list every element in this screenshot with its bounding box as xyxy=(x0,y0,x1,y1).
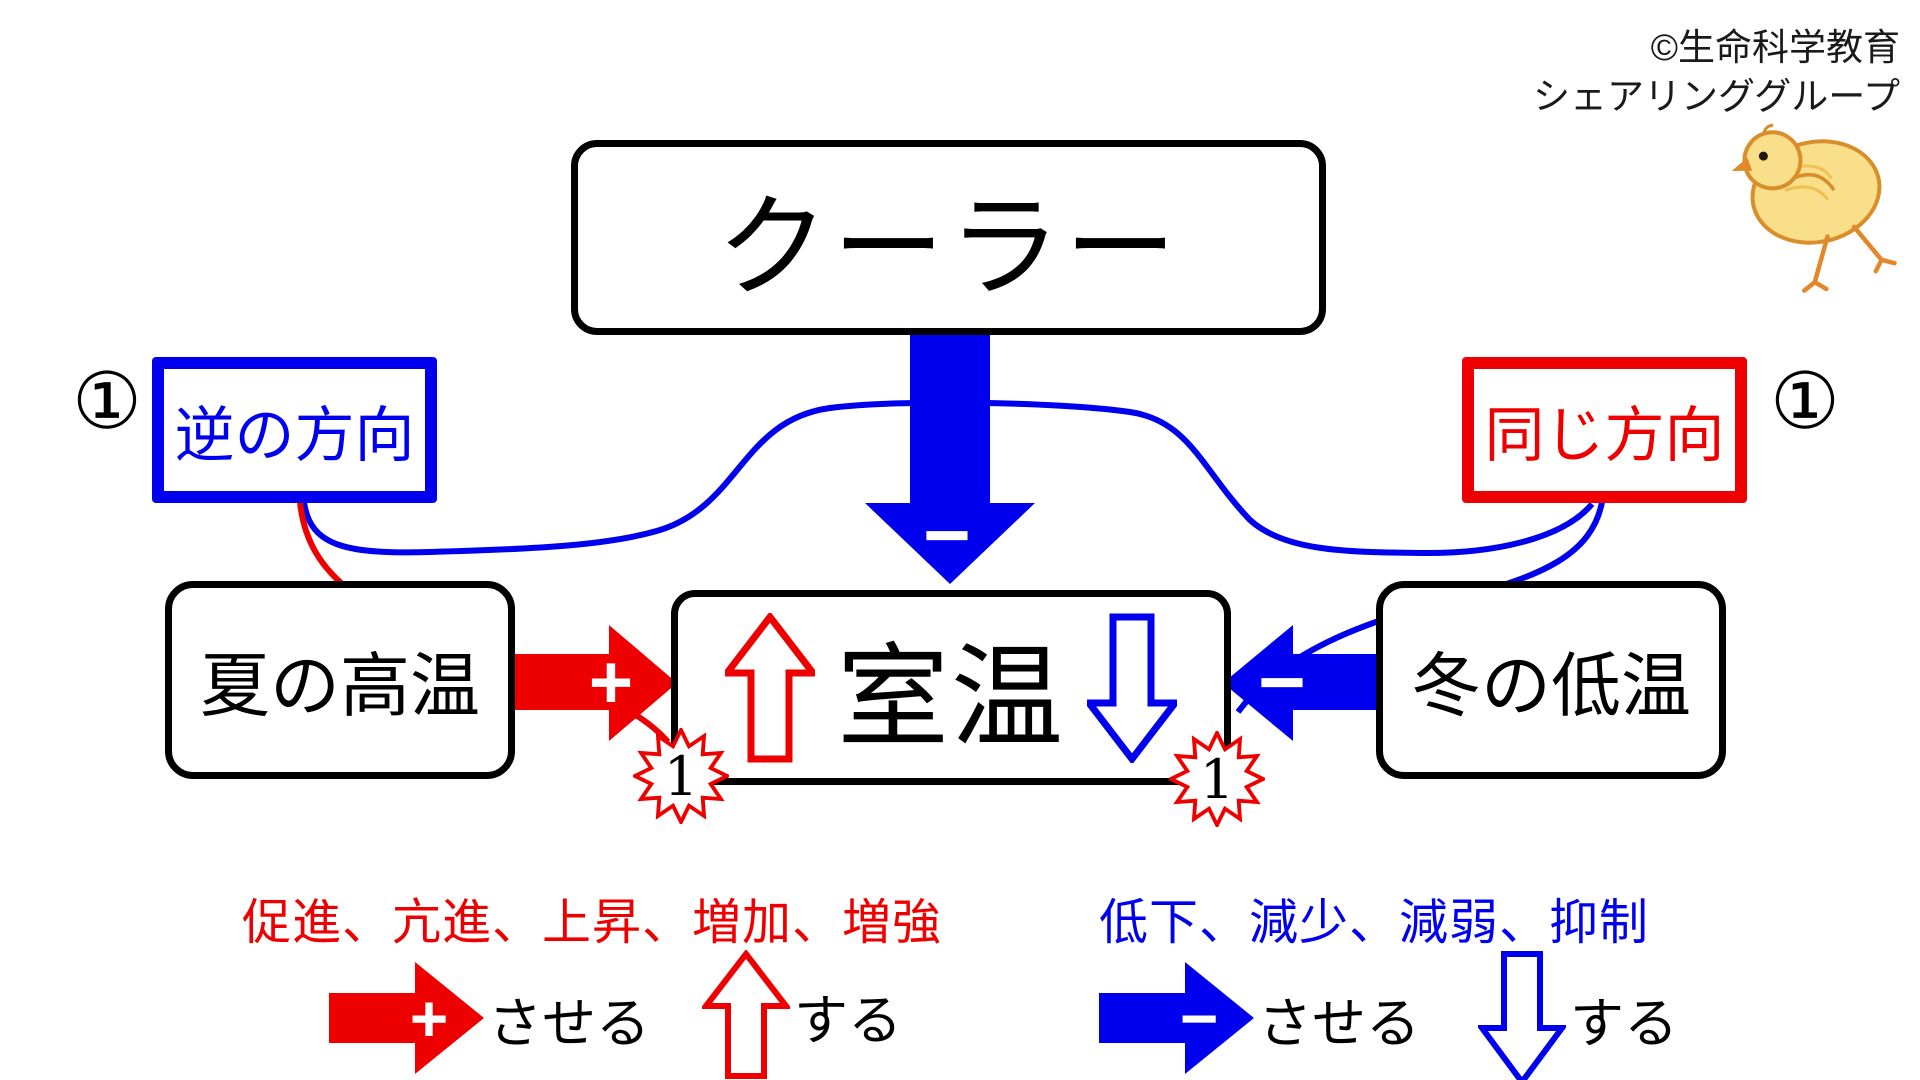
summer-plus-arrow xyxy=(515,625,677,741)
legend-increase-self-label: する xyxy=(794,990,902,1051)
circled-number-right: ① xyxy=(1770,357,1840,445)
legend-decrease-self-arrow-icon xyxy=(1478,951,1566,1080)
legend-decrease-cause-sign: − xyxy=(1179,981,1219,1055)
node-summer-high: 夏の高温 xyxy=(165,581,515,779)
copyright: ©生命科学教育 シェアリンググループ xyxy=(1533,24,1900,122)
node-same-direction: 同じ方向 xyxy=(1462,357,1747,503)
legend-increase-words: 促進、亢進、上昇、増加、増強 xyxy=(242,896,943,950)
starburst-right-icon xyxy=(1169,731,1265,827)
winter-minus-arrow xyxy=(1223,625,1382,741)
node-cooler-label: クーラー xyxy=(716,184,1181,310)
legend-increase-cause-label: させる xyxy=(488,993,650,1054)
decrease-arrow-icon xyxy=(1087,613,1177,763)
summer-arrow-plus-sign: + xyxy=(588,640,634,725)
legend-decrease-self-label: する xyxy=(1570,993,1678,1054)
node-room-temp: 室温 xyxy=(671,590,1231,785)
legend-decrease-cause-label: させる xyxy=(1258,993,1420,1054)
increase-arrow-icon xyxy=(725,612,815,762)
legend-increase-cause: + させる xyxy=(329,962,650,1074)
circled-number-left: ① xyxy=(72,357,142,445)
node-winter-low-label: 冬の低温 xyxy=(1411,646,1691,725)
copyright-line2: シェアリンググループ xyxy=(1532,75,1900,117)
starburst-right-number: 1 xyxy=(1199,747,1235,811)
legend-increase-self-arrow-icon xyxy=(702,950,790,1079)
node-reverse-direction-label: 逆の方向 xyxy=(174,401,415,469)
legend-decrease-words: 低下、減少、減弱、抑制 xyxy=(1099,896,1650,950)
winter-arrow-minus-sign: − xyxy=(1258,637,1306,728)
starburst-left-icon xyxy=(633,728,729,824)
cooler-down-arrow xyxy=(865,335,1035,584)
legend-increase-self: する xyxy=(702,950,902,1080)
node-room-temp-label: 室温 xyxy=(837,634,1065,760)
copyright-line1: ©生命科学教育 xyxy=(1650,27,1900,68)
chick-illustration xyxy=(1731,123,1897,293)
starburst-right: 1 xyxy=(1169,731,1265,827)
node-reverse-direction: 逆の方向 xyxy=(152,357,437,503)
legend-increase-cause-arrow-icon: + xyxy=(329,962,484,1074)
legend-increase-cause-sign: + xyxy=(409,981,449,1055)
starburst-left-number: 1 xyxy=(663,744,699,808)
legend-decrease-cause: − させる xyxy=(1099,962,1420,1074)
cooler-arrow-minus-sign: − xyxy=(923,490,971,581)
node-cooler: クーラー xyxy=(571,140,1326,335)
legend-decrease-cause-arrow-icon: − xyxy=(1099,962,1254,1074)
starburst-left: 1 xyxy=(633,728,729,824)
node-winter-low: 冬の低温 xyxy=(1376,581,1726,779)
node-summer-high-label: 夏の高温 xyxy=(200,646,480,725)
node-same-direction-label: 同じ方向 xyxy=(1484,401,1725,469)
legend-decrease-self: する xyxy=(1478,950,1678,1080)
